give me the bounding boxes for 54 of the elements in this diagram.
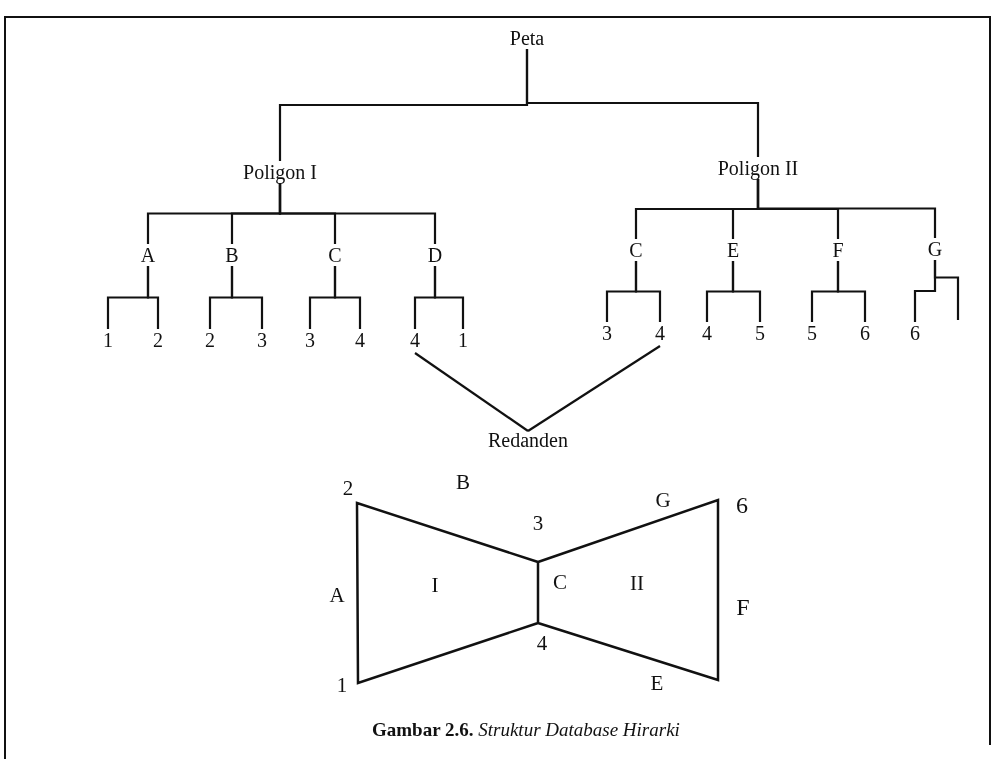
polygon-label: I bbox=[430, 573, 440, 597]
connector-line bbox=[836, 261, 867, 322]
node-label: C bbox=[326, 244, 344, 266]
node-label: G bbox=[925, 238, 945, 260]
node-label: Poligon I bbox=[241, 161, 319, 183]
connector-line bbox=[146, 266, 160, 329]
node-label: 2 bbox=[203, 329, 217, 351]
node-label: 5 bbox=[753, 322, 767, 344]
node-label: 5 bbox=[805, 322, 819, 344]
node-label: 3 bbox=[600, 322, 614, 344]
connector-line bbox=[731, 261, 762, 322]
connector-line bbox=[634, 261, 662, 322]
polygon-label: 2 bbox=[341, 476, 355, 500]
connector-line bbox=[527, 345, 661, 432]
polygon-label: 3 bbox=[531, 511, 545, 535]
node-label: 4 bbox=[353, 329, 367, 351]
node-label: C bbox=[627, 239, 645, 261]
figure-caption: Gambar 2.6. Struktur Database Hirarki bbox=[372, 719, 680, 741]
node-label: 6 bbox=[908, 322, 922, 344]
node-label: 2 bbox=[151, 329, 165, 351]
connector-line bbox=[756, 179, 937, 238]
node-label: E bbox=[724, 239, 742, 261]
node-label: A bbox=[138, 244, 158, 266]
node-label: Redanden bbox=[486, 429, 570, 451]
polygon-label: F bbox=[735, 594, 751, 620]
node-label: 6 bbox=[858, 322, 872, 344]
connector-line bbox=[525, 49, 760, 157]
connector-line bbox=[333, 266, 362, 329]
node-label: 4 bbox=[408, 329, 422, 351]
polygon-label: A bbox=[328, 583, 346, 607]
node-label: B bbox=[223, 244, 241, 266]
node-label: D bbox=[425, 244, 445, 266]
polygon-label: 4 bbox=[535, 631, 549, 655]
polygon-label: B bbox=[455, 470, 471, 494]
node-label: 1 bbox=[101, 329, 115, 351]
node-label: 1 bbox=[456, 329, 470, 351]
polygon-label: 1 bbox=[335, 673, 349, 697]
node-label: 3 bbox=[255, 329, 269, 351]
polygon-label: G bbox=[654, 488, 672, 512]
polygon-label: II bbox=[629, 571, 645, 595]
node-label: 4 bbox=[653, 322, 667, 344]
node-label: 3 bbox=[303, 329, 317, 351]
polygon-label: C bbox=[552, 570, 568, 594]
connector-line bbox=[933, 260, 960, 320]
node-label: Peta bbox=[507, 27, 547, 49]
node-label: 4 bbox=[700, 322, 714, 344]
connector-line bbox=[433, 266, 465, 329]
node-label: F bbox=[830, 239, 846, 261]
polygon-label: 6 bbox=[735, 492, 749, 518]
connector-line bbox=[414, 352, 529, 432]
connector-line bbox=[230, 266, 264, 329]
polygon-label: E bbox=[649, 671, 665, 695]
node-label: Poligon II bbox=[715, 157, 801, 179]
connector-line bbox=[278, 183, 437, 244]
